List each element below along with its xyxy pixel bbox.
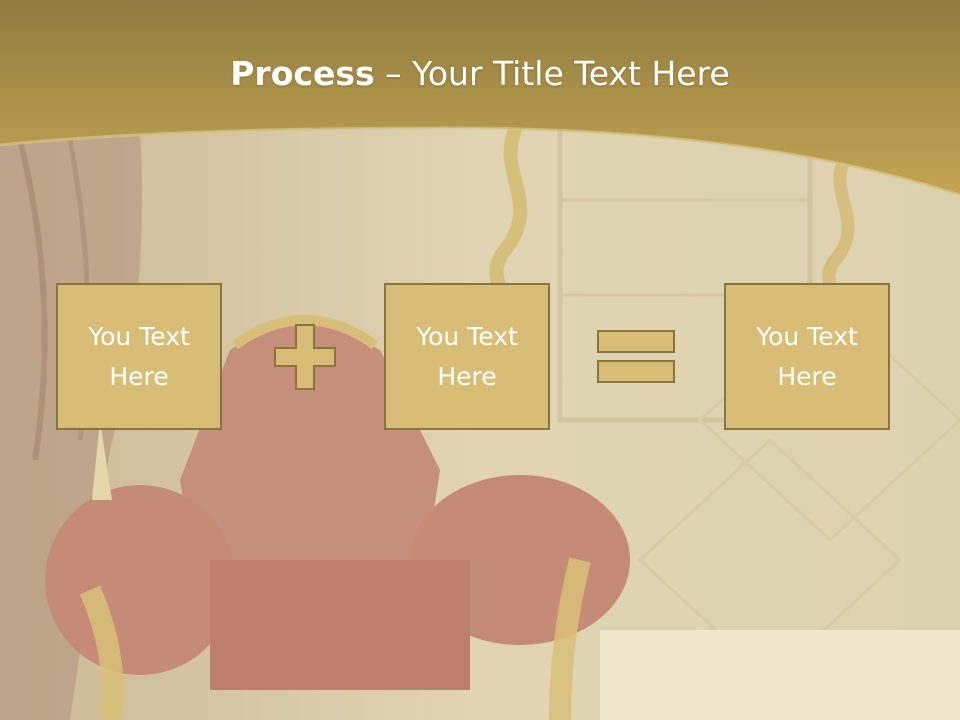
- process-box-1[interactable]: You Text Here: [56, 283, 222, 430]
- process-box-label: You Text Here: [416, 321, 518, 391]
- process-box-label: You Text Here: [756, 321, 858, 391]
- title-dash: –: [374, 54, 413, 93]
- plus-icon: [274, 324, 336, 390]
- title-bold: Process: [230, 54, 375, 93]
- slide-title: Process – Your Title Text Here: [0, 52, 960, 96]
- process-box-2[interactable]: You Text Here: [384, 283, 550, 430]
- process-box-label: You Text Here: [88, 321, 190, 391]
- title-rest: Your Title Text Here: [412, 54, 730, 93]
- equals-icon: [597, 330, 675, 383]
- process-box-3[interactable]: You Text Here: [724, 283, 890, 430]
